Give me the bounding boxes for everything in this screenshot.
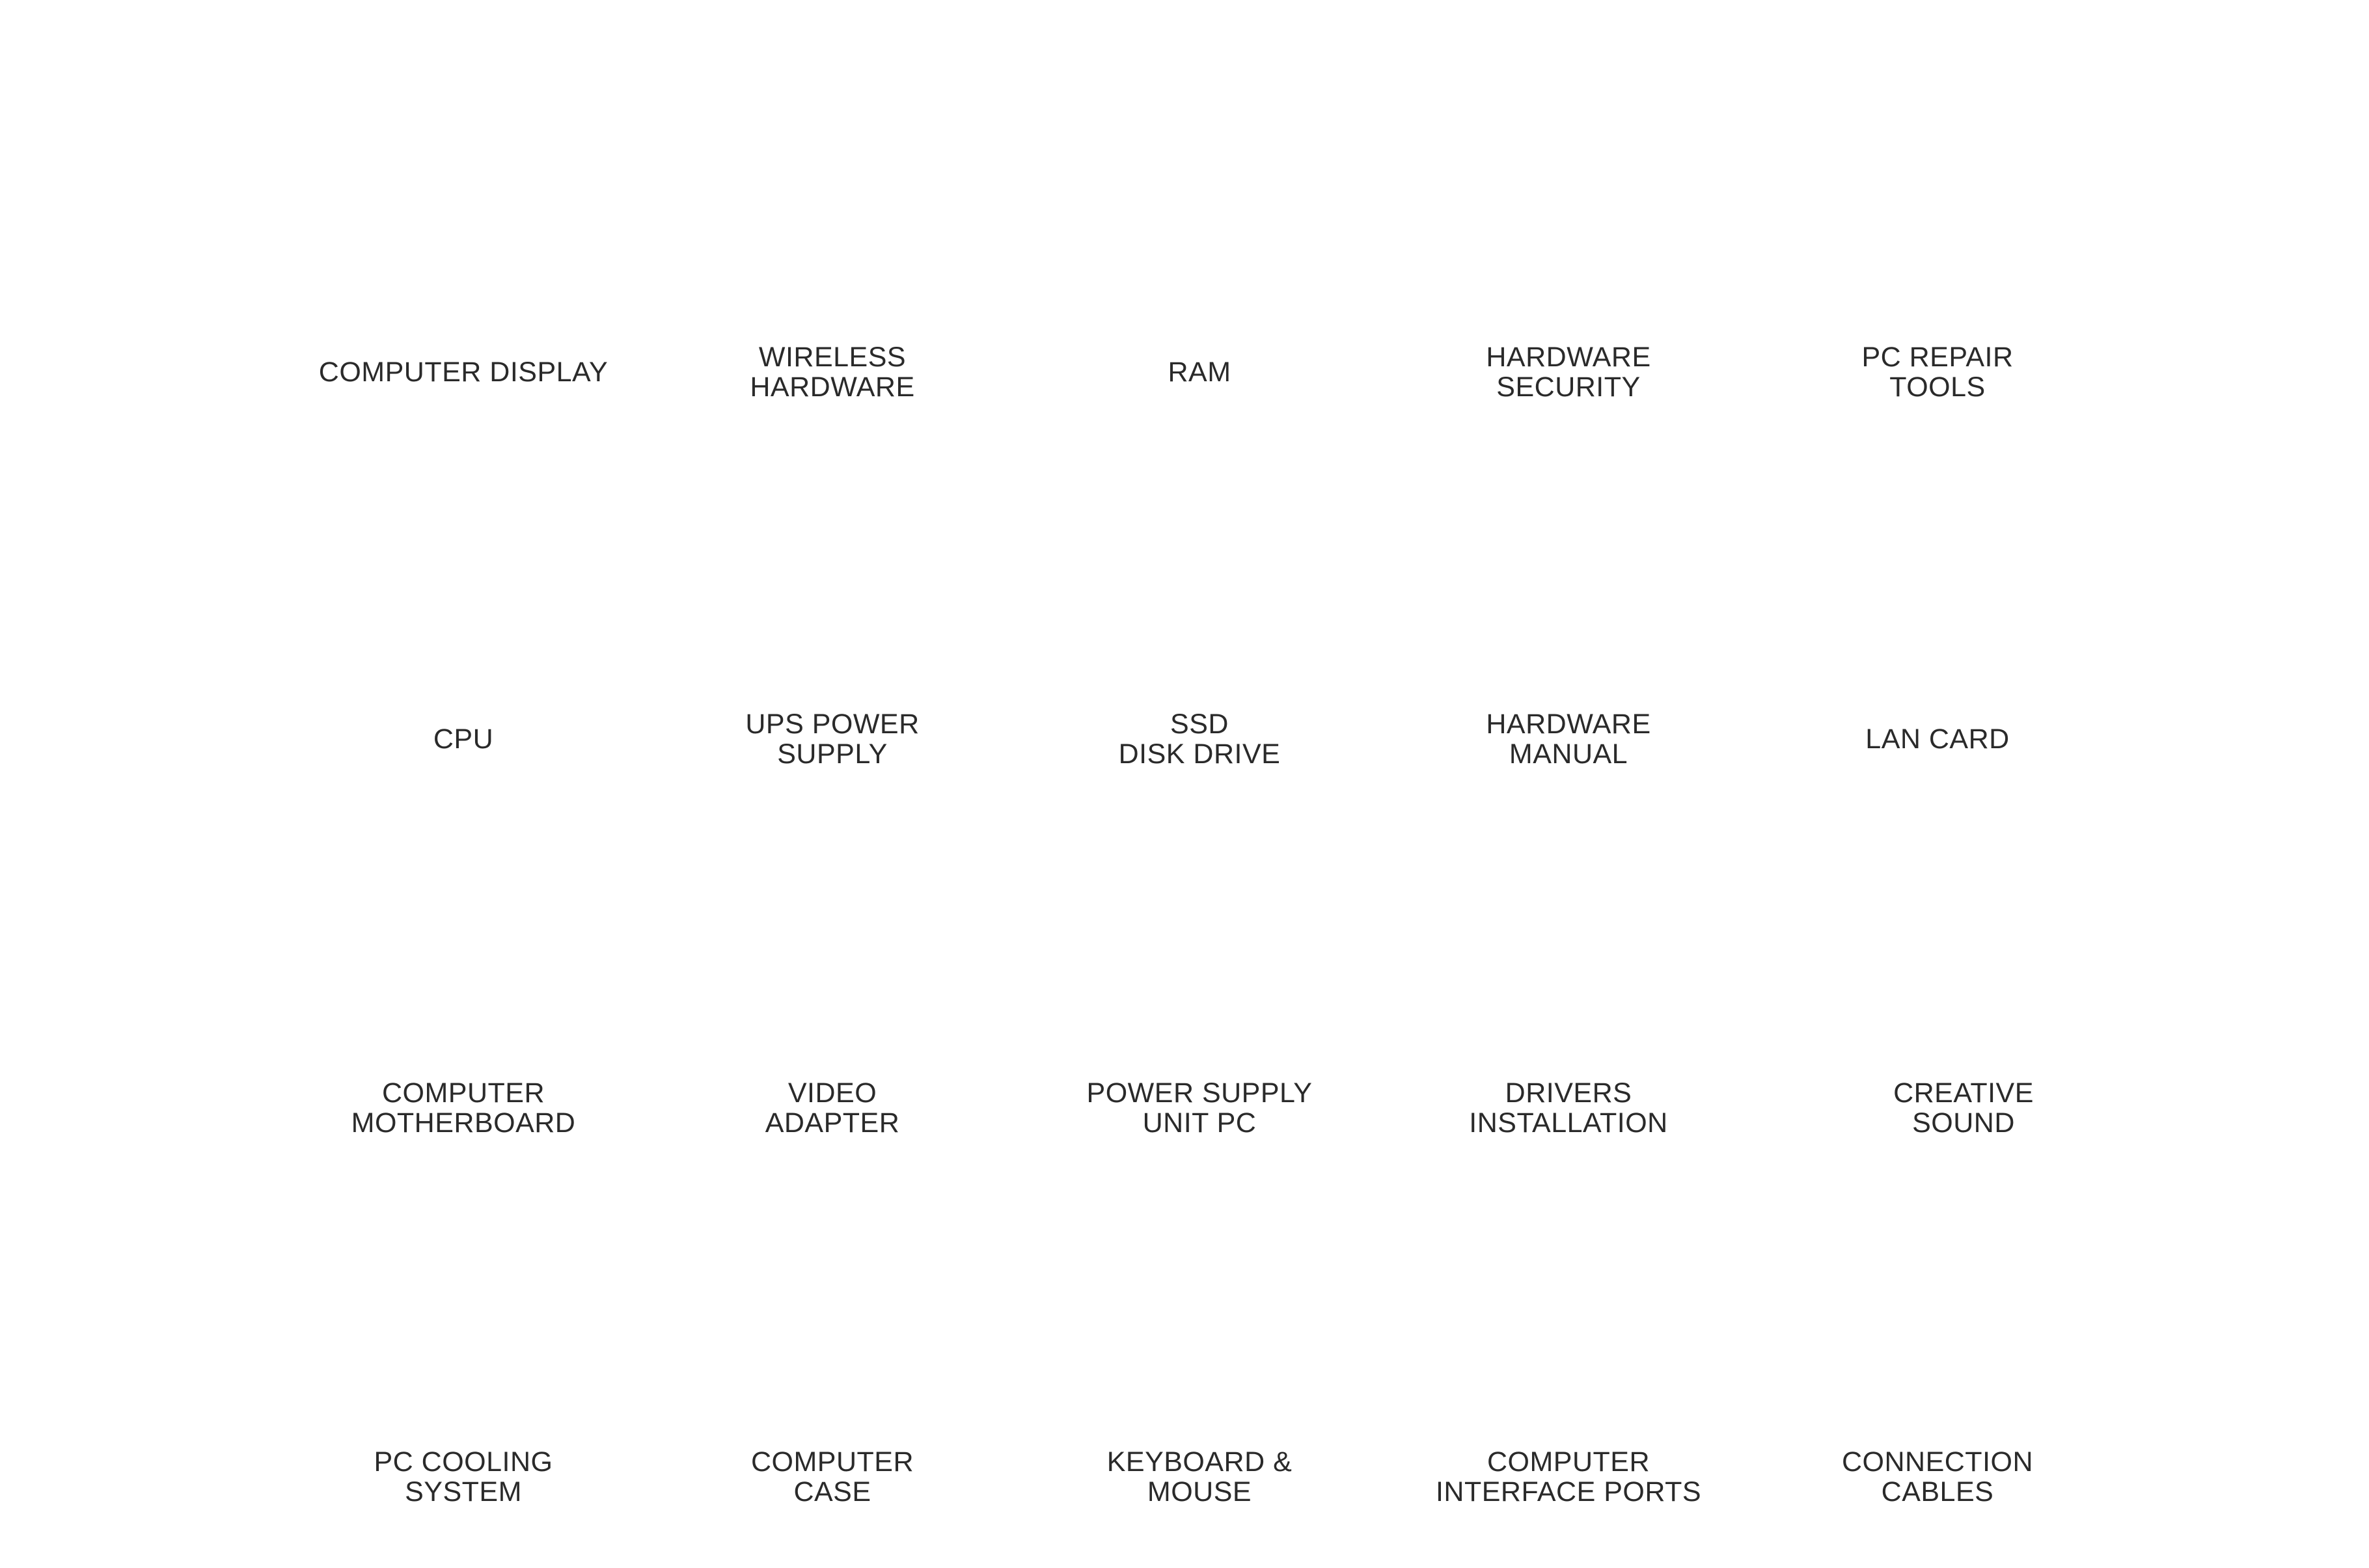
- icon-label-line: UPS POWER: [745, 709, 920, 740]
- icon-label-line: PC REPAIR: [1861, 342, 2014, 373]
- icon-label-line: LAN CARD: [1865, 723, 2010, 755]
- icon-label-line: MANUAL: [1509, 738, 1628, 770]
- video-adapter-icon: [696, 805, 969, 1033]
- ups-power-supply-icon: [696, 441, 969, 669]
- pc-repair-tools-icon: [1801, 77, 2074, 304]
- wireless-hardware-icon: [696, 77, 969, 304]
- icon-label: LAN CARD: [1755, 724, 2120, 754]
- hardware-manual-icon: [1432, 441, 1705, 669]
- icon-label-line: DRIVERS: [1505, 1077, 1632, 1109]
- icon-label: CPU: [281, 724, 646, 754]
- hardware-security-icon: [1432, 77, 1705, 304]
- icon-label-line: TOOLS: [1889, 372, 1986, 403]
- icon-label-line: COMPUTER DISPLAY: [318, 357, 609, 388]
- icon-label-line: COMPUTER: [381, 1077, 545, 1109]
- icon-label-line: MOUSE: [1147, 1476, 1252, 1507]
- icon-label-line: INSTALLATION: [1469, 1107, 1668, 1139]
- icon-label-line: SYSTEM: [405, 1476, 522, 1507]
- computer-motherboard-icon: [327, 805, 600, 1033]
- computer-case-icon: [696, 1176, 969, 1404]
- icon-label-line: COMPUTER: [750, 1446, 914, 1478]
- icon-label-line: ADAPTER: [765, 1107, 900, 1139]
- icon-label: KEYBOARD &MOUSE: [1017, 1447, 1382, 1507]
- computer-interface-ports-icon: [1432, 1176, 1705, 1404]
- icon-label-line: CASE: [793, 1476, 871, 1507]
- icon-label-line: INTERFACE PORTS: [1435, 1476, 1702, 1507]
- icon-label-line: HARDWARE: [1486, 709, 1651, 740]
- drivers-installation-icon: [1432, 805, 1705, 1033]
- icon-label-line: SUPPLY: [777, 738, 888, 770]
- ram-icon: [1063, 77, 1336, 304]
- computer-display-icon: [327, 77, 600, 304]
- icon-label-line: CREATIVE: [1893, 1077, 2034, 1109]
- icon-label-line: KEYBOARD &: [1106, 1446, 1293, 1478]
- icon-label-line: VIDEO: [787, 1077, 877, 1109]
- icon-label-line: CONNECTION: [1841, 1446, 2034, 1478]
- icon-label-line: SSD: [1170, 709, 1229, 740]
- icon-label-line: HARDWARE: [1486, 342, 1651, 373]
- power-supply-unit-icon: [1063, 805, 1336, 1033]
- icon-label-line: CPU: [433, 723, 494, 755]
- icon-label-line: COMPUTER: [1486, 1446, 1650, 1478]
- icon-label-line: HARDWARE: [750, 372, 915, 403]
- pc-cooling-system-icon: [327, 1176, 600, 1404]
- icon-label-line: SOUND: [1912, 1107, 2015, 1139]
- icon-label: RAM: [1017, 357, 1382, 387]
- icon-label-line: SECURITY: [1496, 372, 1641, 403]
- icon-label-line: DISK DRIVE: [1118, 738, 1281, 770]
- lan-card-icon: [1801, 441, 2074, 669]
- icon-label-line: PC COOLING: [374, 1446, 553, 1478]
- keyboard-mouse-icon: [1063, 1176, 1336, 1404]
- connection-cables-icon: [1801, 1176, 2074, 1404]
- ssd-disk-drive-icon: [1063, 441, 1336, 669]
- icon-label-line: CABLES: [1881, 1476, 1994, 1507]
- icon-label-line: POWER SUPPLY: [1086, 1077, 1313, 1109]
- icon-label: COMPUTER DISPLAY: [281, 357, 646, 387]
- icon-label-line: WIRELESS: [758, 342, 907, 373]
- icon-label-line: UNIT PC: [1142, 1107, 1257, 1139]
- creative-sound-icon: [1801, 805, 2074, 1033]
- icon-label-line: RAM: [1168, 357, 1231, 388]
- icon-label-line: MOTHERBOARD: [351, 1107, 576, 1139]
- cpu-icon: [327, 441, 600, 669]
